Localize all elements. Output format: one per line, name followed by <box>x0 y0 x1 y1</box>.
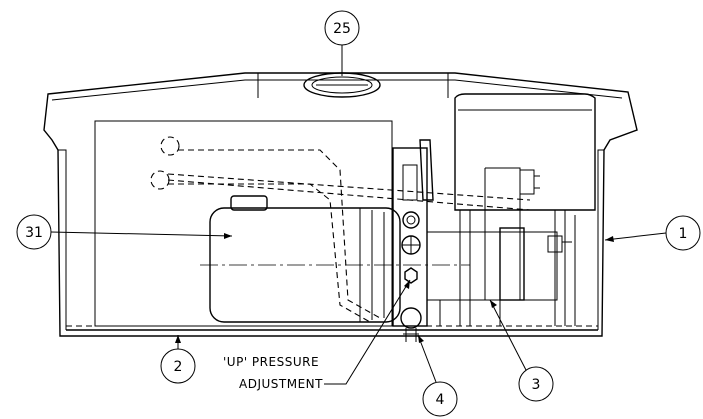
callout-3-text: 3 <box>532 377 541 393</box>
motor <box>200 195 470 323</box>
callout-25-text: 25 <box>333 21 351 37</box>
callout-2: 2 <box>160 335 196 384</box>
callout-3: 3 <box>489 299 554 402</box>
hose-routing <box>150 136 531 323</box>
label-line-1: 'UP' PRESSURE <box>223 355 319 369</box>
callout-31: 31 <box>16 214 233 250</box>
callout-31-text: 31 <box>25 225 43 241</box>
enclosure <box>43 72 638 337</box>
callout-4-text: 4 <box>436 392 445 408</box>
callout-1-text: 1 <box>679 226 688 242</box>
reservoir <box>454 93 596 211</box>
mounting-plate <box>94 120 393 327</box>
pump <box>426 167 576 326</box>
label-line-2: ADJUSTMENT <box>239 377 323 391</box>
valve-block <box>392 139 434 342</box>
callout-2-text: 2 <box>174 359 183 375</box>
callout-25: 25 <box>324 10 360 76</box>
callout-4: 4 <box>417 334 458 417</box>
callout-1: 1 <box>604 215 701 251</box>
vent-cap <box>303 72 381 98</box>
up-pressure-adjustment-label: 'UP' PRESSURE ADJUSTMENT <box>223 279 411 391</box>
